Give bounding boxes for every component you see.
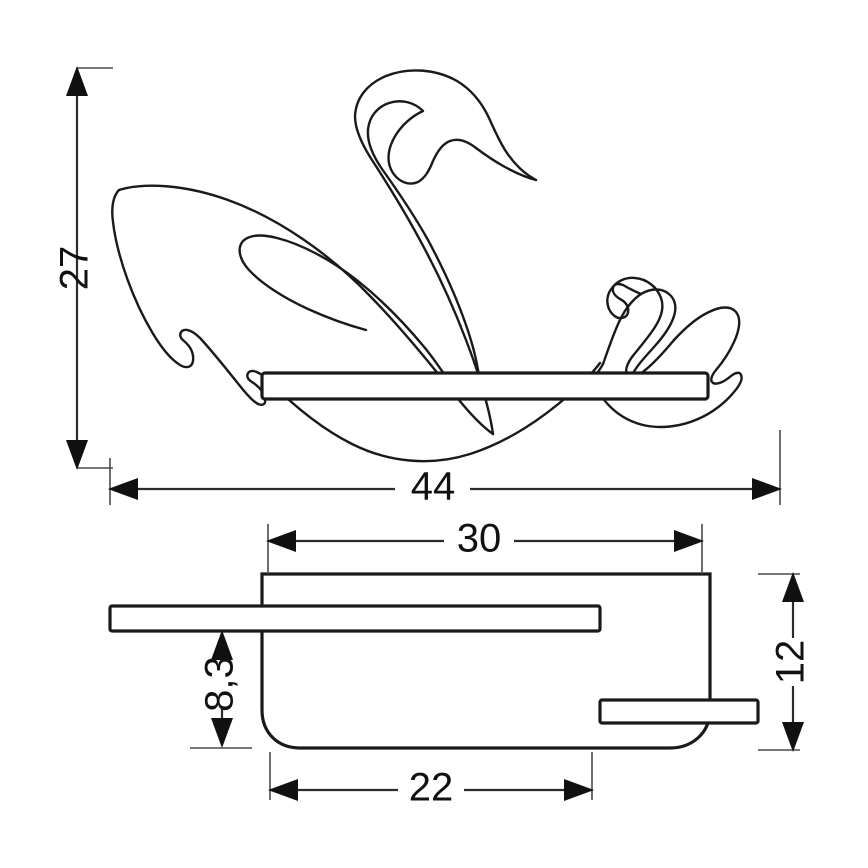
dimension-label-8-3: 8,3 xyxy=(198,656,242,712)
arrow-head-30-right xyxy=(674,530,704,552)
swan-wing-fold xyxy=(238,234,427,350)
arrow-head-12-up xyxy=(782,572,804,602)
dimension-width-22: 22 xyxy=(268,752,594,810)
dimension-label-12: 12 xyxy=(769,640,813,685)
side-view-shelf-bar xyxy=(108,604,602,633)
dimension-height-8-3: 8,3 xyxy=(190,630,252,749)
swan-body-outline xyxy=(111,188,602,463)
dimension-label-44: 44 xyxy=(411,465,456,509)
dimension-width-30: 30 xyxy=(266,517,704,574)
cygnet-head-beak xyxy=(606,276,663,320)
arrow-head-83-down xyxy=(211,718,233,748)
arrow-head-27-up xyxy=(66,66,88,96)
swan-neck-outer xyxy=(353,69,538,436)
dimension-height-27: 27 xyxy=(53,66,113,470)
arrow-head-83-up xyxy=(211,630,233,660)
dimension-height-12: 12 xyxy=(758,572,813,752)
arrow-head-22-left xyxy=(268,779,298,801)
cygnet-neck-inner xyxy=(625,296,676,378)
front-view-swan xyxy=(111,69,602,463)
arrow-head-44-left xyxy=(108,478,138,500)
dimension-label-27: 27 xyxy=(53,246,97,291)
cygnet-neck-outer xyxy=(601,288,677,377)
arrow-head-30-left xyxy=(266,530,296,552)
arrow-head-12-down xyxy=(782,722,804,752)
dimension-width-44: 44 xyxy=(108,430,782,509)
side-view xyxy=(108,572,760,750)
dimension-label-22: 22 xyxy=(409,766,454,810)
front-view-shelf-bar xyxy=(260,371,710,401)
arrow-head-22-right xyxy=(564,779,594,801)
side-view-bracket-bar xyxy=(598,698,760,725)
dimension-label-30: 30 xyxy=(457,517,502,561)
arrow-head-27-down xyxy=(66,440,88,470)
arrow-head-44-right xyxy=(752,478,782,500)
cygnet-tail-feather xyxy=(672,306,743,421)
